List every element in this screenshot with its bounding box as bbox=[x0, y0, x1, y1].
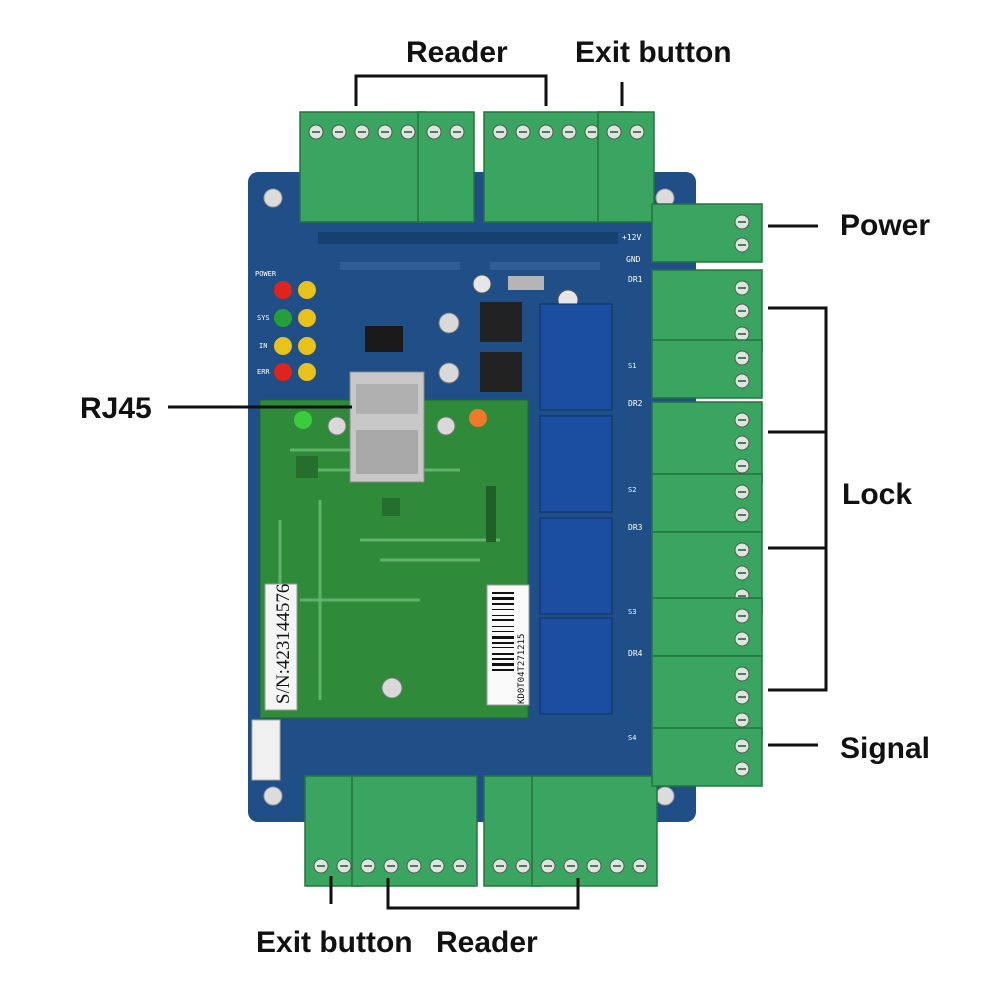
label-reader-top: Reader bbox=[406, 36, 508, 69]
lock-bracket bbox=[768, 306, 828, 692]
silk-s1: S1 bbox=[628, 362, 636, 370]
terminal-block bbox=[597, 111, 655, 223]
reader-top-bracket bbox=[354, 74, 548, 106]
label-power: Power bbox=[840, 209, 930, 242]
terminal-block bbox=[299, 111, 426, 223]
screw-icon bbox=[381, 677, 403, 699]
terminal-block bbox=[651, 269, 763, 352]
relay-1 bbox=[539, 303, 613, 411]
led-yellow-icon bbox=[274, 337, 292, 355]
terminal-block bbox=[531, 775, 658, 887]
label-rj45: RJ45 bbox=[80, 392, 152, 425]
barcode-text: KD0T04T271215 bbox=[517, 634, 527, 704]
terminal-block bbox=[483, 775, 541, 887]
label-lock: Lock bbox=[842, 478, 912, 511]
mounting-hole bbox=[263, 786, 283, 806]
network-module bbox=[259, 399, 529, 719]
relay-4 bbox=[539, 617, 613, 715]
voltage-regulator bbox=[480, 352, 522, 392]
terminal-block bbox=[651, 597, 763, 657]
barcode-icon bbox=[492, 592, 514, 671]
label-signal: Signal bbox=[840, 732, 930, 765]
terminal-block bbox=[651, 203, 763, 263]
silk-sys: SYS bbox=[257, 314, 270, 322]
silk-s4: S4 bbox=[628, 734, 636, 742]
terminal-block bbox=[651, 339, 763, 399]
module-chip bbox=[296, 456, 318, 478]
silk-in: IN bbox=[259, 342, 267, 350]
terminal-block bbox=[417, 111, 475, 223]
silk-s2: S2 bbox=[628, 486, 636, 494]
silk-dr4: DR4 bbox=[628, 649, 643, 658]
mounting-hole bbox=[655, 786, 675, 806]
pcb-board: POWER SYS IN ERR +12V GND DR1 bbox=[248, 172, 696, 822]
relay-2 bbox=[539, 415, 613, 513]
silk-12v: +12V bbox=[622, 233, 641, 242]
reader-bottom-bracket bbox=[386, 878, 580, 910]
barcode-sticker: KD0T04T271215 bbox=[486, 584, 530, 706]
led-yellow-icon bbox=[298, 281, 316, 299]
led-yellow-icon bbox=[298, 363, 316, 381]
screw-icon bbox=[438, 312, 460, 334]
header-connector bbox=[251, 719, 281, 781]
led-orange-icon bbox=[469, 409, 487, 427]
terminal-blocks bbox=[299, 111, 763, 887]
relays bbox=[539, 303, 613, 715]
screw-icon bbox=[436, 416, 456, 436]
mounting-hole bbox=[263, 188, 283, 208]
silk-right: +12V GND DR1 DR2 DR3 DR4 S1 S2 S3 S4 bbox=[622, 233, 643, 742]
silk-dr2: DR2 bbox=[628, 399, 643, 408]
status-leds: POWER SYS IN ERR bbox=[255, 270, 316, 381]
led-yellow-icon bbox=[298, 309, 316, 327]
terminal-block bbox=[651, 727, 763, 787]
resistor bbox=[508, 276, 544, 290]
silk-gnd: GND bbox=[626, 255, 641, 264]
chips bbox=[365, 274, 579, 392]
callout-labels: Reader Exit button Power RJ45 Lock Signa… bbox=[80, 36, 930, 959]
screw-icon bbox=[438, 362, 460, 384]
terminal-block bbox=[651, 473, 763, 533]
led-red-icon bbox=[274, 363, 292, 381]
rj45-port bbox=[356, 430, 418, 474]
ic-chip bbox=[365, 326, 403, 352]
label-exit-button-top: Exit button bbox=[575, 36, 732, 69]
serial-label-bg bbox=[264, 583, 298, 711]
serial-number: S/N:423144576 bbox=[273, 584, 294, 704]
rj45-label bbox=[356, 384, 418, 414]
rj45-jack bbox=[349, 371, 425, 483]
callout-lines bbox=[168, 74, 828, 910]
label-reader-bottom: Reader bbox=[436, 926, 538, 959]
module-header bbox=[486, 486, 496, 542]
label-exit-button-bottom: Exit button bbox=[256, 926, 413, 959]
terminal-block bbox=[651, 401, 763, 484]
terminal-block bbox=[651, 655, 763, 738]
led-green-icon bbox=[274, 309, 292, 327]
screw-icon bbox=[327, 416, 347, 436]
relay-3 bbox=[539, 517, 613, 615]
capacitor bbox=[472, 274, 492, 294]
led-yellow-icon bbox=[298, 337, 316, 355]
led-green-icon bbox=[294, 411, 312, 429]
led-red-icon bbox=[274, 281, 292, 299]
silk-dr3: DR3 bbox=[628, 523, 643, 532]
silk-dr1: DR1 bbox=[628, 275, 643, 284]
silk-power: POWER bbox=[255, 270, 277, 278]
module-chip bbox=[382, 498, 400, 516]
silk-err: ERR bbox=[257, 368, 270, 376]
smd-components-top bbox=[318, 232, 618, 270]
voltage-regulator bbox=[480, 302, 522, 342]
silk-s3: S3 bbox=[628, 608, 636, 616]
serial-sticker: S/N:423144576 bbox=[264, 583, 298, 711]
terminal-block bbox=[351, 775, 478, 887]
